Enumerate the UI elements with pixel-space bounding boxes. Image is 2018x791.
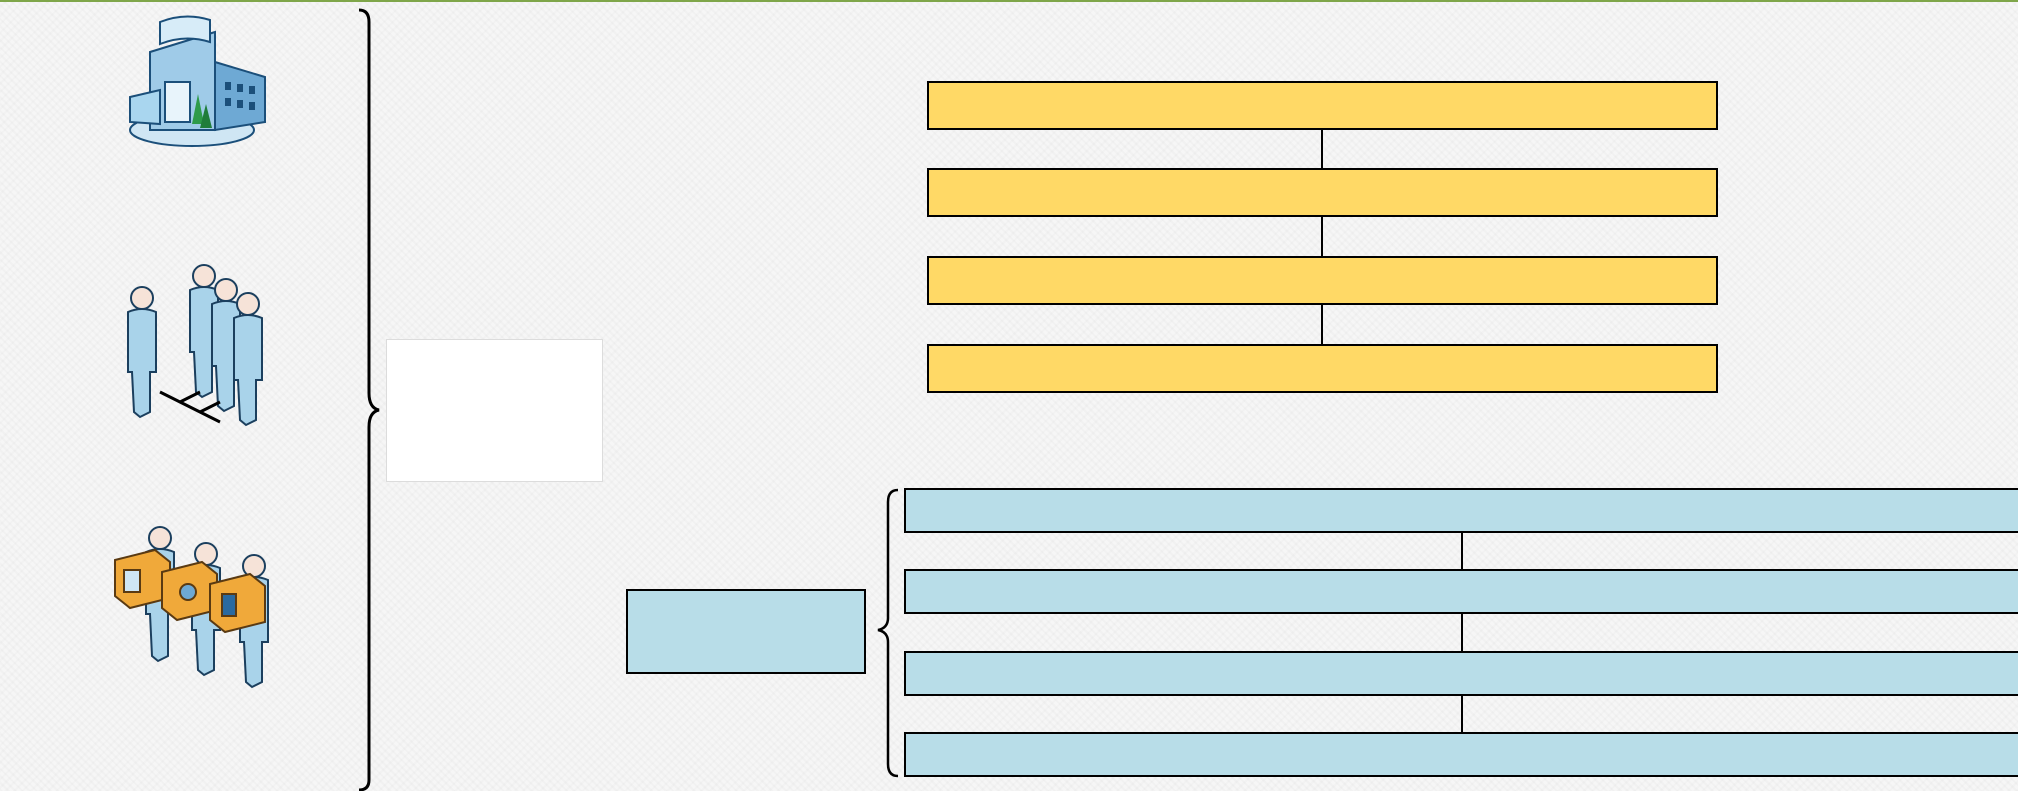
blue-box-2 xyxy=(904,569,2018,614)
yellow-connector-line xyxy=(1321,128,1323,346)
office-building-icon xyxy=(129,15,266,147)
blue-box-1 xyxy=(904,488,2018,533)
yellow-box-3 xyxy=(927,256,1718,305)
blue-left-box xyxy=(626,589,866,674)
yellow-box-4 xyxy=(927,344,1718,393)
white-box xyxy=(386,339,603,482)
left-brace xyxy=(358,8,380,791)
blue-box-4 xyxy=(904,732,2018,777)
blue-box-3 xyxy=(904,651,2018,696)
yellow-box-2 xyxy=(927,168,1718,217)
people-group-icon xyxy=(127,264,263,427)
top-border-line xyxy=(0,0,2018,2)
blue-connector-line xyxy=(1461,530,1463,735)
right-brace xyxy=(877,488,899,778)
yellow-box-1 xyxy=(927,81,1718,130)
workers-with-boxes-icon xyxy=(114,526,269,689)
